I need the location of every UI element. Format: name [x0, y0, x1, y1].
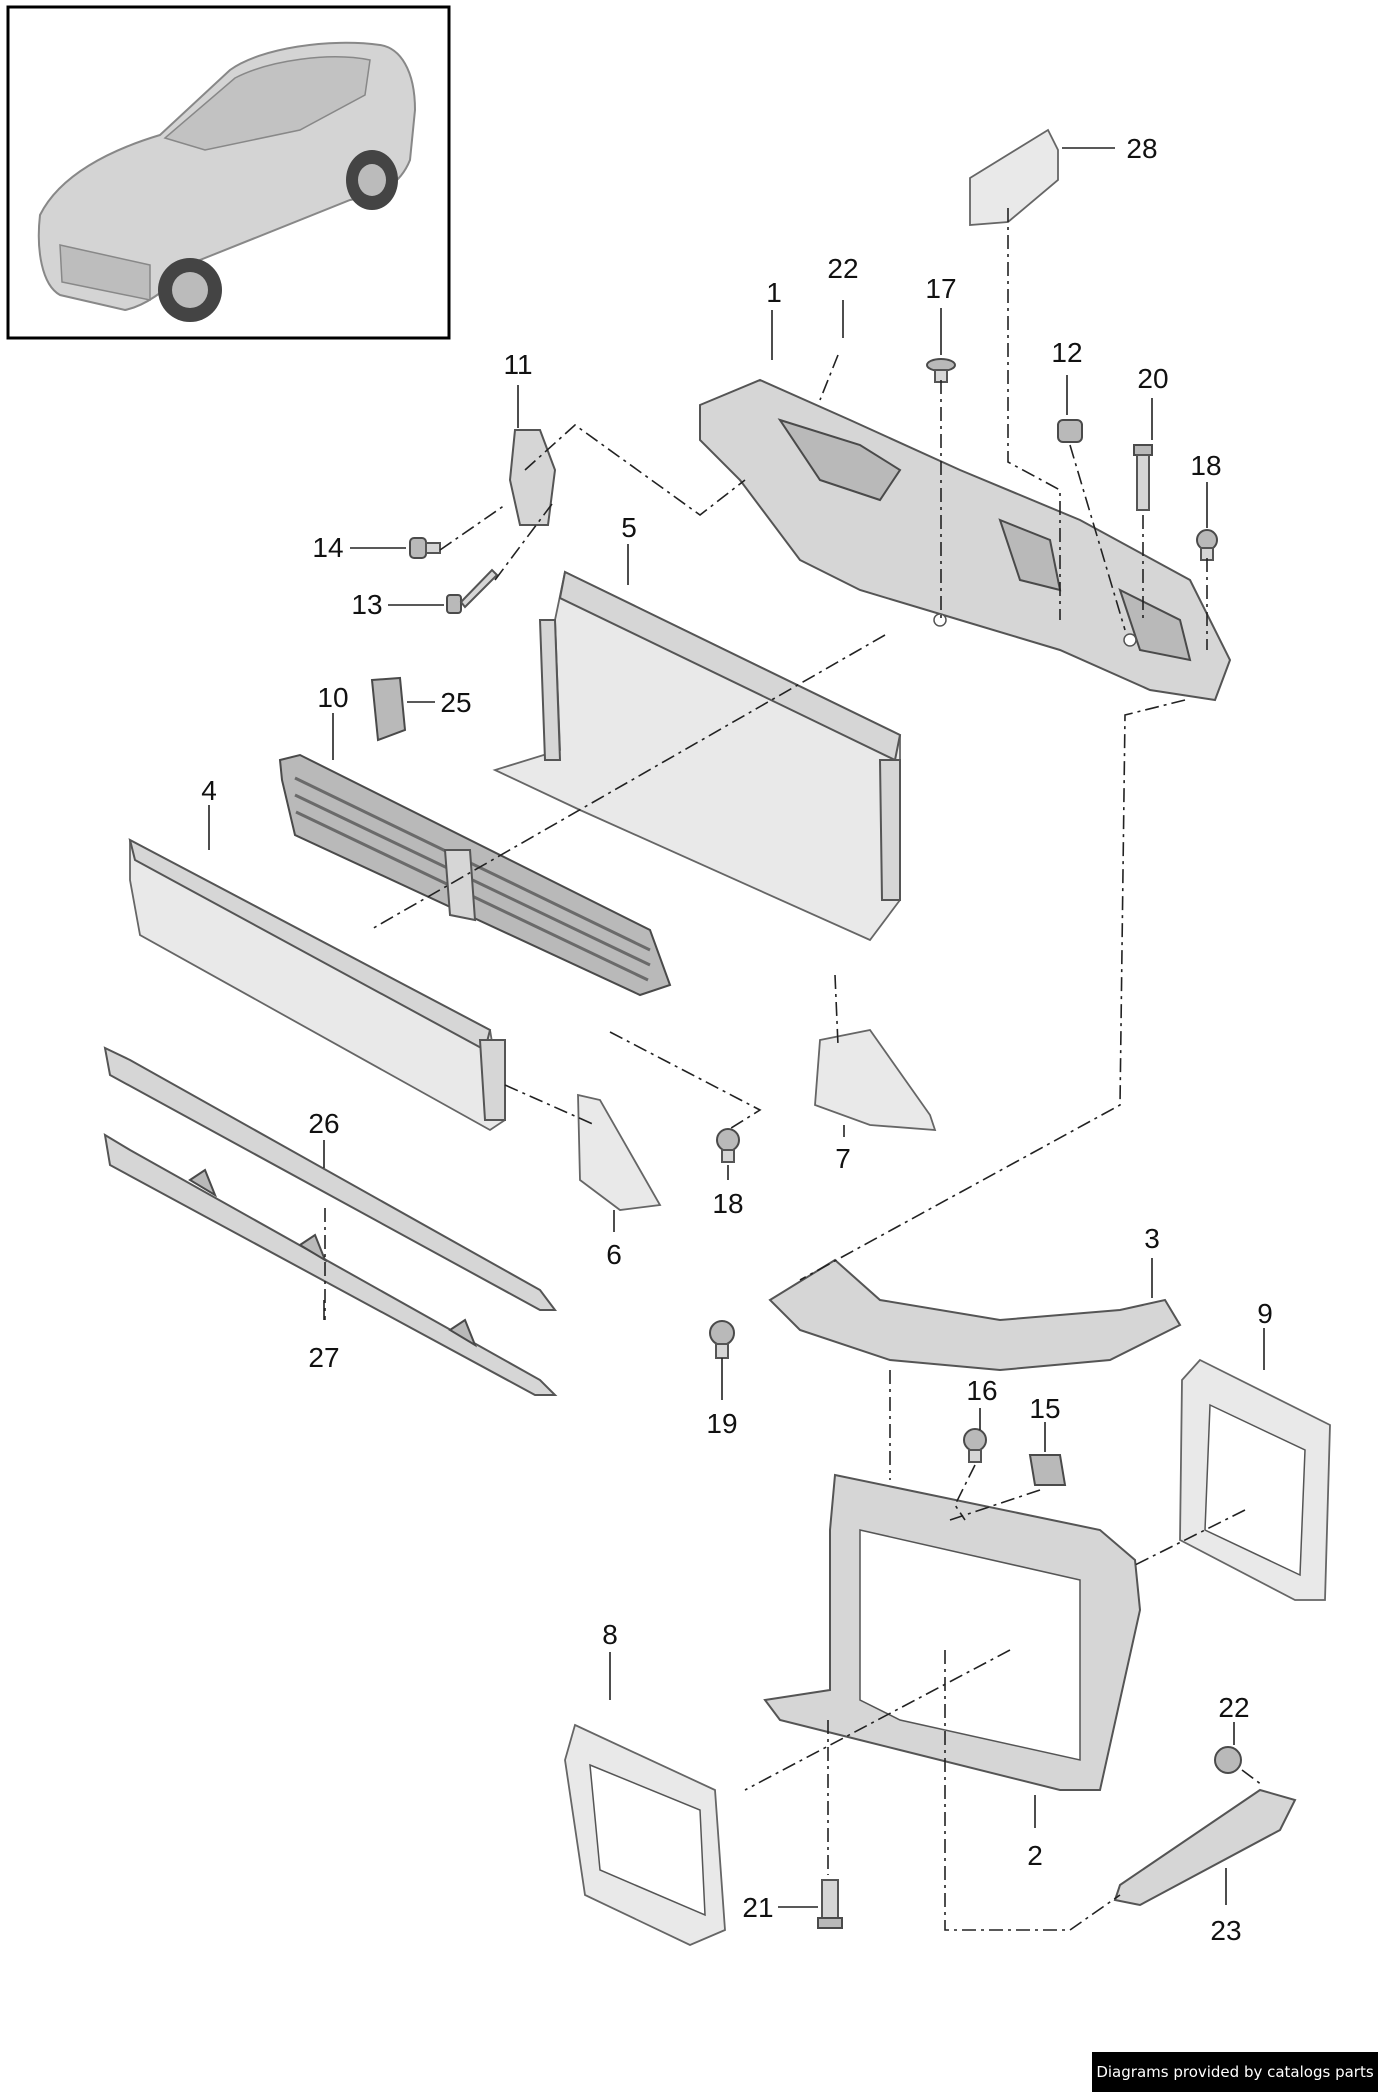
part-25-sensor[interactable] — [370, 676, 407, 742]
callout-numbers: 28 1 22 17 12 20 18 11 14 13 5 25 10 4 6… — [201, 133, 1273, 1946]
callout-7: 7 — [835, 1143, 851, 1174]
callout-2: 2 — [1027, 1840, 1043, 1871]
part-22-nut-lower[interactable] — [1214, 1746, 1242, 1774]
vehicle-overview-icon — [37, 41, 417, 322]
part-15-sensor[interactable] — [1028, 1454, 1067, 1486]
callout-21: 21 — [742, 1892, 773, 1923]
callout-5: 5 — [621, 512, 637, 543]
part-13-screw[interactable] — [446, 568, 499, 614]
callout-3: 3 — [1144, 1223, 1160, 1254]
part-8-frame[interactable] — [564, 1723, 726, 1946]
part-9-frame[interactable] — [1179, 1358, 1331, 1601]
part-21-screw[interactable] — [817, 1879, 843, 1929]
part-1-upper-carrier[interactable] — [699, 378, 1232, 702]
callout-6: 6 — [606, 1239, 622, 1270]
part-7-deflector[interactable] — [814, 1029, 937, 1132]
callout-22-lower: 22 — [1218, 1692, 1249, 1723]
callout-20: 20 — [1137, 363, 1168, 394]
credit-banner: Diagrams provided by catalogs parts — [1092, 2052, 1378, 2092]
part-3-cross-member[interactable] — [768, 1258, 1182, 1372]
callout-18-lower: 18 — [712, 1188, 743, 1219]
callout-9: 9 — [1257, 1298, 1273, 1329]
part-12-grommet[interactable] — [1057, 419, 1083, 443]
callout-11: 11 — [503, 349, 532, 380]
callout-10: 10 — [317, 682, 348, 713]
part-17-clip[interactable] — [926, 358, 956, 383]
vehicle-thumbnail[interactable] — [6, 5, 451, 340]
leader-lines — [208, 147, 1265, 1908]
part-19-bolt[interactable] — [709, 1320, 735, 1359]
assembly-lines — [324, 208, 1263, 1931]
callout-18-upper: 18 — [1190, 450, 1221, 481]
callout-14: 14 — [312, 532, 343, 563]
part-23-bracket[interactable] — [1113, 1788, 1297, 1907]
part-14-bolt[interactable] — [409, 537, 441, 559]
part-11-bracket[interactable] — [508, 429, 557, 526]
part-27-trim-strip[interactable] — [103, 1133, 558, 1396]
part-28-pad[interactable] — [969, 128, 1059, 226]
callout-15: 15 — [1029, 1393, 1060, 1424]
part-26-trim-strip[interactable] — [103, 1046, 557, 1311]
callout-22-upper: 22 — [827, 253, 858, 284]
part-6-deflector[interactable] — [577, 1093, 662, 1211]
callout-16: 16 — [966, 1375, 997, 1406]
part-4-lower-air-guide[interactable] — [128, 838, 506, 1132]
callout-4: 4 — [201, 775, 217, 806]
callout-1: 1 — [766, 277, 782, 308]
part-20-screw[interactable] — [1133, 444, 1153, 511]
callout-23: 23 — [1210, 1915, 1241, 1946]
callout-17: 17 — [925, 273, 956, 304]
part-16-bolt[interactable] — [963, 1428, 987, 1463]
callout-25: 25 — [440, 687, 471, 718]
callout-13: 13 — [351, 589, 382, 620]
callout-12: 12 — [1051, 337, 1082, 368]
callout-8: 8 — [602, 1619, 618, 1650]
callout-28: 28 — [1126, 133, 1157, 164]
part-10-shutter-grille[interactable] — [278, 753, 672, 997]
part-18-clip-upper[interactable] — [1196, 529, 1218, 561]
callout-19: 19 — [706, 1408, 737, 1439]
part-5-air-shroud[interactable] — [492, 570, 902, 942]
callout-27: 27 — [308, 1342, 339, 1373]
callout-26: 26 — [308, 1108, 339, 1139]
part-18-clip-lower[interactable] — [716, 1128, 740, 1163]
part-2-front-end-carrier[interactable] — [763, 1473, 1142, 1791]
